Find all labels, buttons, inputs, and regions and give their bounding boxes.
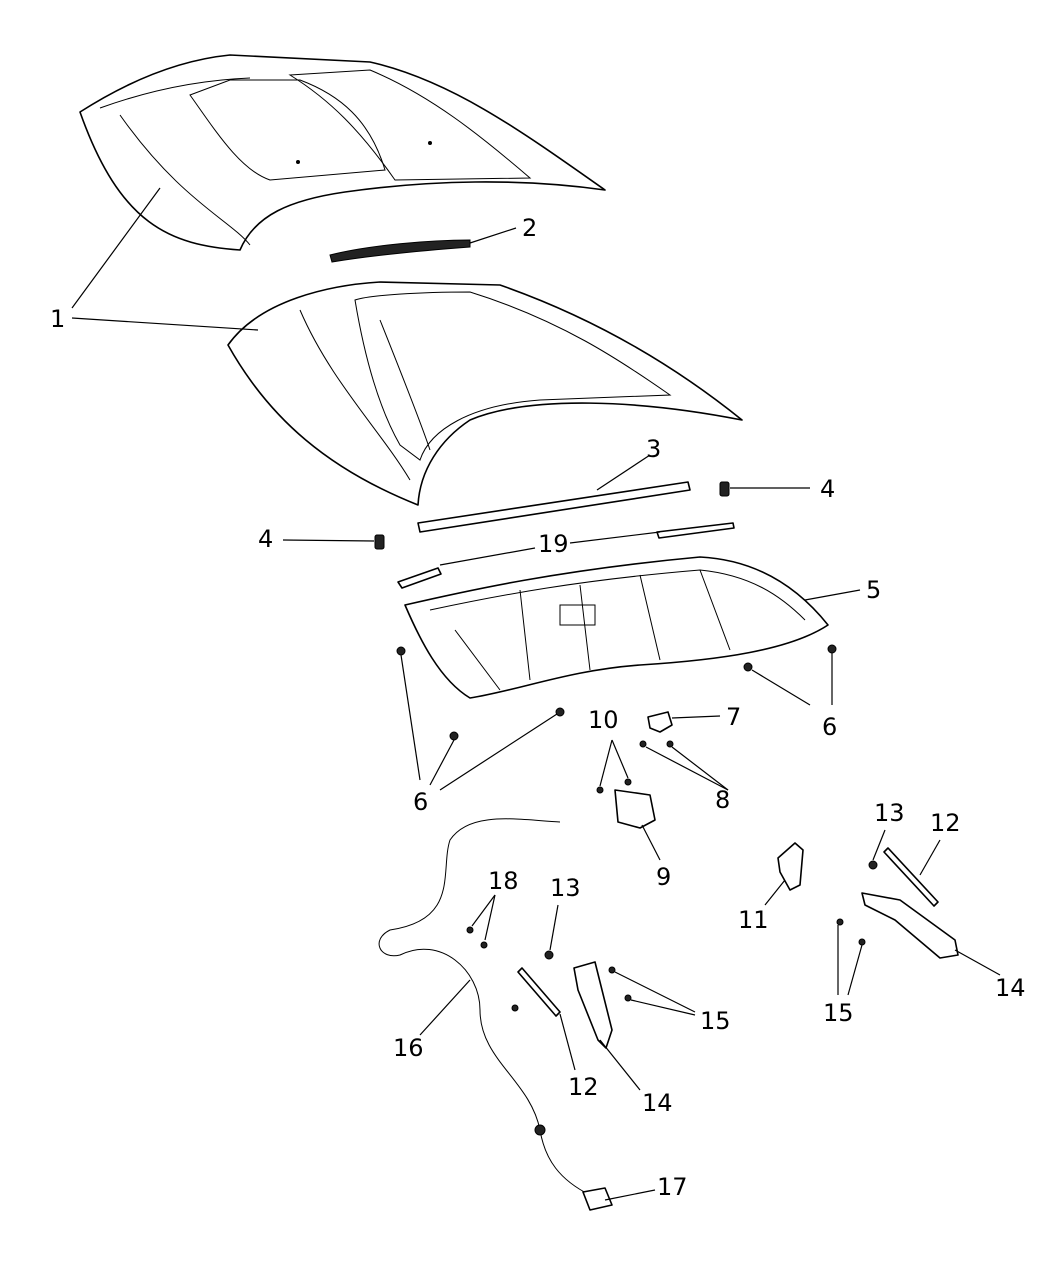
bolt-15a bbox=[608, 966, 616, 974]
hood-latch bbox=[614, 789, 656, 829]
hood-striker bbox=[647, 711, 673, 733]
clip-18b bbox=[480, 941, 488, 949]
hood-hinge-left bbox=[573, 961, 613, 1049]
callout-13-left: 13 bbox=[550, 874, 581, 902]
callout-14-right: 14 bbox=[995, 974, 1026, 1002]
callout-10: 10 bbox=[588, 706, 619, 734]
hood-seal-left bbox=[397, 567, 442, 589]
hood-seal-right bbox=[656, 522, 735, 539]
callout-7: 7 bbox=[726, 703, 741, 731]
callout-5: 5 bbox=[866, 576, 881, 604]
hood-outer-panel bbox=[79, 54, 606, 251]
nut-13b bbox=[544, 950, 554, 960]
hood-weatherstrip bbox=[417, 481, 691, 533]
hood-release-handle bbox=[582, 1187, 613, 1211]
hinge-bracket bbox=[777, 842, 804, 891]
hood-release-cable bbox=[378, 818, 591, 1196]
clip-3 bbox=[555, 707, 565, 717]
callout-19: 19 bbox=[538, 530, 569, 558]
hood-bumper-right bbox=[719, 481, 730, 497]
clip-18c bbox=[511, 1004, 519, 1012]
hood-bumper-left bbox=[374, 534, 385, 550]
callout-17: 17 bbox=[657, 1173, 688, 1201]
bolt-15b bbox=[624, 994, 632, 1002]
callout-16: 16 bbox=[393, 1034, 424, 1062]
callout-3: 3 bbox=[646, 435, 661, 463]
callout-13-right: 13 bbox=[874, 799, 905, 827]
callout-8: 8 bbox=[715, 786, 730, 814]
callout-1: 1 bbox=[50, 305, 65, 333]
callout-11: 11 bbox=[738, 906, 769, 934]
callout-12-right: 12 bbox=[930, 809, 961, 837]
nut-13a bbox=[868, 860, 878, 870]
hood-inner-panel bbox=[227, 281, 743, 506]
callout-2: 2 bbox=[522, 214, 537, 242]
hood-seal-strip bbox=[329, 239, 471, 263]
clip-2 bbox=[449, 731, 459, 741]
callout-6-right: 6 bbox=[822, 713, 837, 741]
bolt-15d bbox=[858, 938, 866, 946]
callout-15-right: 15 bbox=[823, 999, 854, 1027]
gas-strut-left bbox=[517, 967, 561, 1017]
bolt-15c bbox=[836, 918, 844, 926]
clip-18a bbox=[466, 926, 474, 934]
hood-hinge-right bbox=[861, 892, 959, 959]
callout-12-left: 12 bbox=[568, 1073, 599, 1101]
callout-14-left: 14 bbox=[642, 1089, 673, 1117]
callout-6-left: 6 bbox=[413, 788, 428, 816]
callout-18: 18 bbox=[488, 867, 519, 895]
callout-labels: 1 2 3 4 4 19 5 6 6 7 8 9 10 11 12 12 13 … bbox=[50, 214, 1026, 1201]
callout-15-left: 15 bbox=[700, 1007, 731, 1035]
bolt-8b bbox=[666, 740, 674, 748]
callout-4-left: 4 bbox=[258, 525, 273, 553]
callout-4-right: 4 bbox=[820, 475, 835, 503]
bolt-10a bbox=[596, 786, 604, 794]
hood-inner-frame bbox=[404, 556, 829, 699]
clip-1 bbox=[396, 646, 406, 656]
callout-9: 9 bbox=[656, 863, 671, 891]
clip-5 bbox=[827, 644, 837, 654]
leader-lines bbox=[71, 187, 1001, 1201]
gas-strut-right bbox=[883, 847, 939, 907]
bolt-10b bbox=[624, 778, 632, 786]
bolt-8a bbox=[639, 740, 647, 748]
clip-4 bbox=[743, 662, 753, 672]
